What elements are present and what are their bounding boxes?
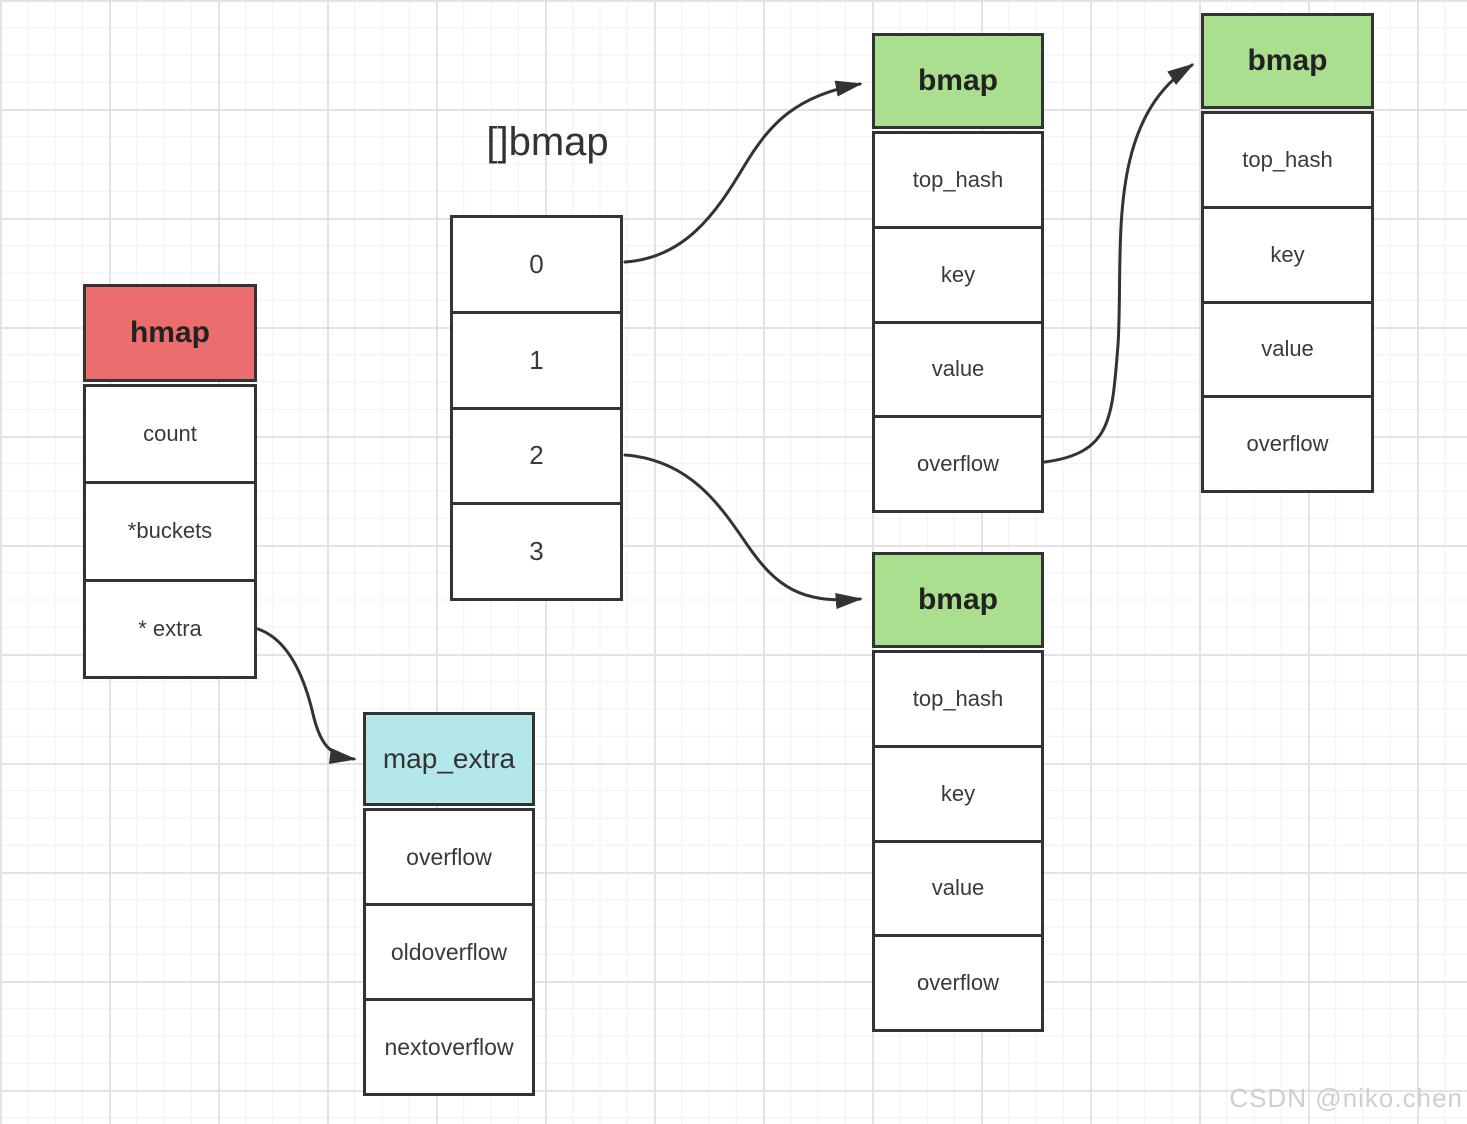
bmap-bucket2-field-overflow: overflow	[875, 934, 1041, 1029]
hmap-field-extra: * extra	[86, 578, 254, 676]
bmap-overflow-field-key: key	[1204, 205, 1371, 301]
bmap-bucket2-field-value: value	[875, 839, 1041, 935]
bmap-bucket0-field-key: key	[875, 225, 1041, 321]
bucket-array-cell-0: 0	[453, 218, 620, 311]
hmap-field-buckets: *buckets	[86, 481, 254, 579]
bmap-bucket0-field-tophash: top_hash	[875, 134, 1041, 226]
arrow-extra-to-mapextra	[256, 627, 357, 765]
bmap-bucket0-box: bmap top_hash key value overflow	[872, 33, 1044, 513]
bmap-overflow-field-overflow: overflow	[1204, 395, 1371, 490]
bmap-bucket0-body: top_hash key value overflow	[872, 131, 1044, 513]
bmap-bucket2-field-tophash: top_hash	[875, 653, 1041, 745]
hmap-box: hmap count *buckets * extra	[83, 284, 257, 679]
arrow-bucket2-to-bmap	[623, 453, 863, 610]
bmap-overflow-field-tophash: top_hash	[1204, 114, 1371, 206]
hmap-header: hmap	[83, 284, 257, 382]
bmap-bucket0-header: bmap	[872, 33, 1044, 129]
bmap-overflow-header: bmap	[1201, 13, 1374, 109]
map-extra-body: overflow oldoverflow nextoverflow	[363, 808, 535, 1096]
hmap-body: count *buckets * extra	[83, 384, 257, 679]
bmap-bucket0-field-overflow: overflow	[875, 415, 1041, 510]
map-extra-field-oldoverflow: oldoverflow	[366, 903, 532, 998]
bmap-bucket2-field-key: key	[875, 744, 1041, 840]
bmap-bucket0-field-value: value	[875, 320, 1041, 416]
map-extra-header: map_extra	[363, 712, 535, 806]
array-title: []bmap	[486, 120, 609, 164]
bmap-overflow-field-value: value	[1204, 300, 1371, 396]
bucket-array-cell-1: 1	[453, 310, 620, 407]
bmap-overflow-box: bmap top_hash key value overflow	[1201, 13, 1374, 493]
bucket-array-cell-2: 2	[453, 406, 620, 503]
bucket-array-cell-3: 3	[453, 502, 620, 598]
map-extra-box: map_extra overflow oldoverflow nextoverf…	[363, 712, 535, 1096]
map-extra-field-nextoverflow: nextoverflow	[366, 998, 532, 1093]
bmap-bucket2-box: bmap top_hash key value overflow	[872, 552, 1044, 1032]
bmap-bucket2-body: top_hash key value overflow	[872, 650, 1044, 1032]
map-extra-field-overflow: overflow	[366, 811, 532, 903]
bucket-array: 0 1 2 3	[450, 215, 623, 601]
bmap-overflow-body: top_hash key value overflow	[1201, 111, 1374, 493]
arrow-overflow-to-bmap	[1043, 63, 1195, 464]
arrow-bucket0-to-bmap	[623, 80, 863, 264]
watermark: CSDN @niko.chen	[1229, 1083, 1463, 1113]
hmap-field-count: count	[86, 387, 254, 482]
bmap-bucket2-header: bmap	[872, 552, 1044, 648]
